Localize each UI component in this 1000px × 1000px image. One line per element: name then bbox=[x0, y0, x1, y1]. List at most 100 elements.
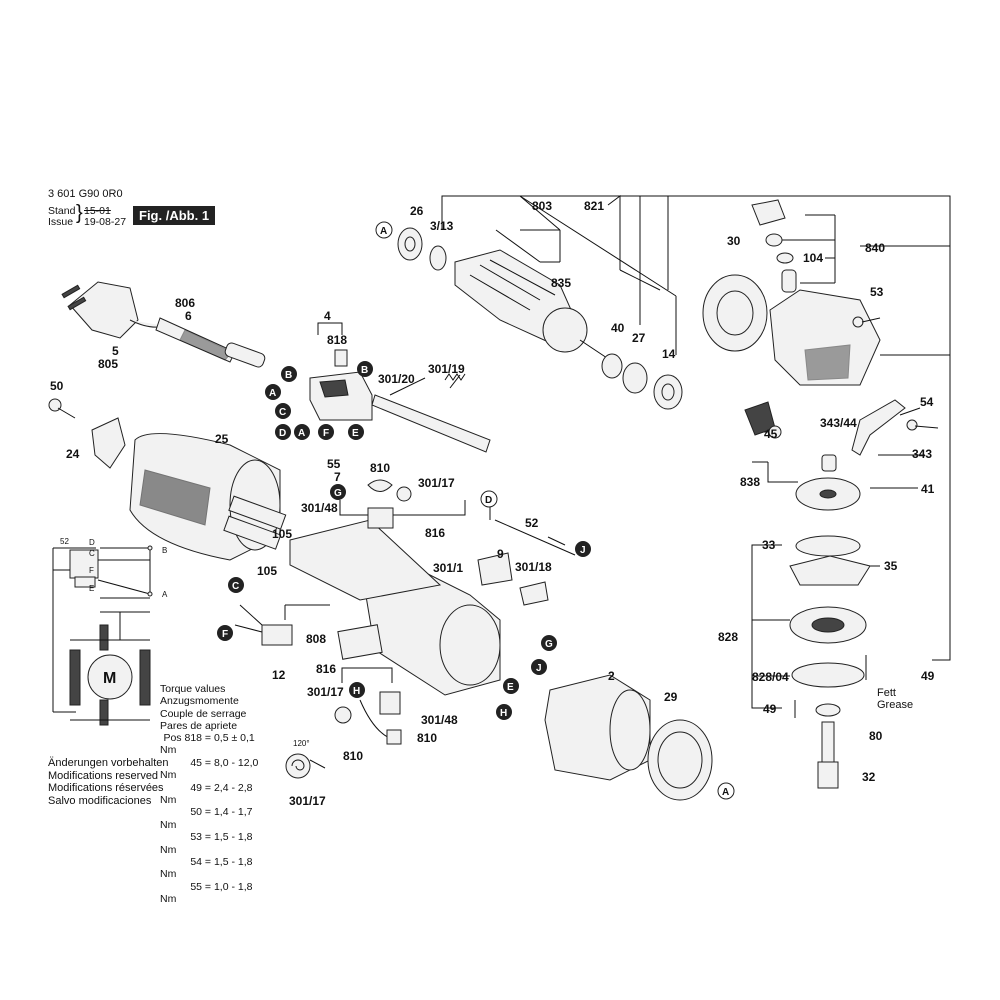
svg-text:D: D bbox=[279, 428, 286, 439]
label-7: 7 bbox=[334, 470, 341, 484]
ring-40 bbox=[601, 353, 623, 379]
torque-heading-line: Couple de serrage bbox=[160, 707, 247, 720]
gear-housing bbox=[769, 289, 881, 386]
flange-35 bbox=[789, 555, 871, 586]
screw bbox=[334, 349, 348, 367]
svg-text:E: E bbox=[507, 682, 514, 693]
torque-row: 55 = 1,0 - 1,8 Nm bbox=[160, 880, 253, 906]
old-date: 15-01 bbox=[84, 205, 111, 217]
label-828-04: 828/04 bbox=[752, 670, 789, 684]
svg-text:H: H bbox=[353, 686, 360, 697]
marker-e-coil: E bbox=[503, 678, 519, 694]
svg-text:A: A bbox=[269, 388, 276, 399]
svg-text:J: J bbox=[536, 663, 542, 674]
label-810-mid: 810 bbox=[417, 731, 437, 745]
label-angle: 120° bbox=[293, 739, 310, 748]
torque-heading-line: Torque values bbox=[160, 683, 226, 695]
label-12: 12 bbox=[272, 668, 286, 682]
torque-heading-line: Anzugsmomente bbox=[160, 695, 239, 708]
screw-54 bbox=[906, 419, 939, 431]
label-30: 30 bbox=[727, 234, 741, 248]
schematic-label-b: B bbox=[162, 546, 167, 555]
o-ring bbox=[776, 252, 794, 264]
marker-g-coil: G bbox=[541, 635, 557, 651]
bracket-24 bbox=[91, 417, 126, 469]
svg-text:A: A bbox=[298, 428, 305, 439]
marker-b-cable: B bbox=[281, 366, 297, 382]
label-14: 14 bbox=[662, 347, 676, 361]
label-816-top: 816 bbox=[425, 526, 445, 540]
figure-label: Fig. /Abb. 1 bbox=[133, 206, 216, 225]
torque-row: Pos 818 = 0,5 ± 0,1 Nm bbox=[160, 732, 255, 757]
schematic-label-f: F bbox=[89, 566, 94, 575]
label-835: 835 bbox=[551, 276, 571, 290]
plate-9 bbox=[477, 552, 513, 586]
svg-text:G: G bbox=[545, 639, 553, 650]
label-301-17-top: 301/17 bbox=[418, 476, 455, 490]
label-343-44: 343/44 bbox=[820, 416, 857, 430]
label-29: 29 bbox=[664, 690, 678, 704]
label-41: 41 bbox=[921, 482, 935, 496]
label-9: 9 bbox=[497, 547, 504, 561]
torque-heading: Torque values Anzugsmomente Couple de se… bbox=[160, 683, 246, 733]
spring bbox=[444, 373, 466, 381]
plate-30 bbox=[702, 274, 768, 352]
lever-343 bbox=[851, 399, 906, 456]
label-806: 806 bbox=[175, 296, 195, 310]
spring-top bbox=[765, 233, 783, 247]
notice-line: Modifications reserved bbox=[48, 769, 159, 782]
label-343: 343 bbox=[912, 447, 932, 461]
svg-text:C: C bbox=[279, 407, 286, 418]
brush-810 bbox=[367, 479, 393, 492]
issue-label: Issue bbox=[48, 216, 74, 228]
clamp-30118 bbox=[519, 581, 549, 606]
label-54: 54 bbox=[920, 395, 934, 409]
svg-text:B: B bbox=[361, 365, 368, 376]
label-grease: Grease bbox=[877, 699, 913, 711]
schematic-label-d: D bbox=[89, 538, 95, 547]
slider-rod bbox=[371, 394, 491, 453]
label-25: 25 bbox=[215, 432, 229, 446]
field-coil bbox=[544, 674, 651, 781]
svg-text:G: G bbox=[334, 488, 342, 499]
brace: } bbox=[76, 202, 83, 224]
label-301-17-bottom: 301/17 bbox=[289, 794, 326, 808]
svg-text:A: A bbox=[380, 226, 387, 237]
schematic-label-e: E bbox=[89, 584, 94, 593]
ring-27 bbox=[622, 362, 648, 394]
washer-80 bbox=[815, 703, 841, 717]
label-fett: Fett bbox=[877, 687, 896, 699]
svg-text:H: H bbox=[500, 708, 507, 719]
marker-a-switch: A bbox=[294, 424, 310, 440]
label-50: 50 bbox=[50, 379, 64, 393]
label-818: 818 bbox=[327, 333, 347, 347]
brush-holder bbox=[367, 507, 394, 529]
nut-45 bbox=[768, 425, 782, 439]
bearing-14 bbox=[653, 374, 683, 410]
marker-d-switch: D bbox=[275, 424, 291, 440]
label-104: 104 bbox=[803, 251, 823, 265]
label-35: 35 bbox=[884, 559, 898, 573]
label-80: 80 bbox=[869, 729, 883, 743]
pin bbox=[781, 269, 797, 293]
marker-e-switch: E bbox=[348, 424, 364, 440]
bearing-313 bbox=[429, 245, 447, 271]
marker-a-open-top: A bbox=[375, 221, 393, 239]
label-49-right: 49 bbox=[921, 669, 935, 683]
torque-row: 50 = 1,4 - 1,7 Nm bbox=[160, 806, 253, 831]
svg-text:F: F bbox=[323, 428, 329, 439]
label-45: 45 bbox=[764, 427, 778, 441]
marker-c-switch: C bbox=[275, 403, 291, 419]
brush-carrier bbox=[289, 519, 442, 601]
label-808: 808 bbox=[306, 632, 326, 646]
marker-a-cable: A bbox=[265, 384, 281, 400]
ring-82804 bbox=[791, 662, 865, 688]
document-number: 3 601 G90 0R0 bbox=[48, 188, 123, 200]
label-301-18: 301/18 bbox=[515, 560, 552, 574]
marker-b-switch: B bbox=[357, 361, 373, 377]
notice-line: Salvo modificaciones bbox=[48, 794, 152, 807]
label-828: 828 bbox=[718, 630, 738, 644]
label-52: 52 bbox=[525, 516, 539, 530]
label-2: 2 bbox=[608, 669, 615, 683]
